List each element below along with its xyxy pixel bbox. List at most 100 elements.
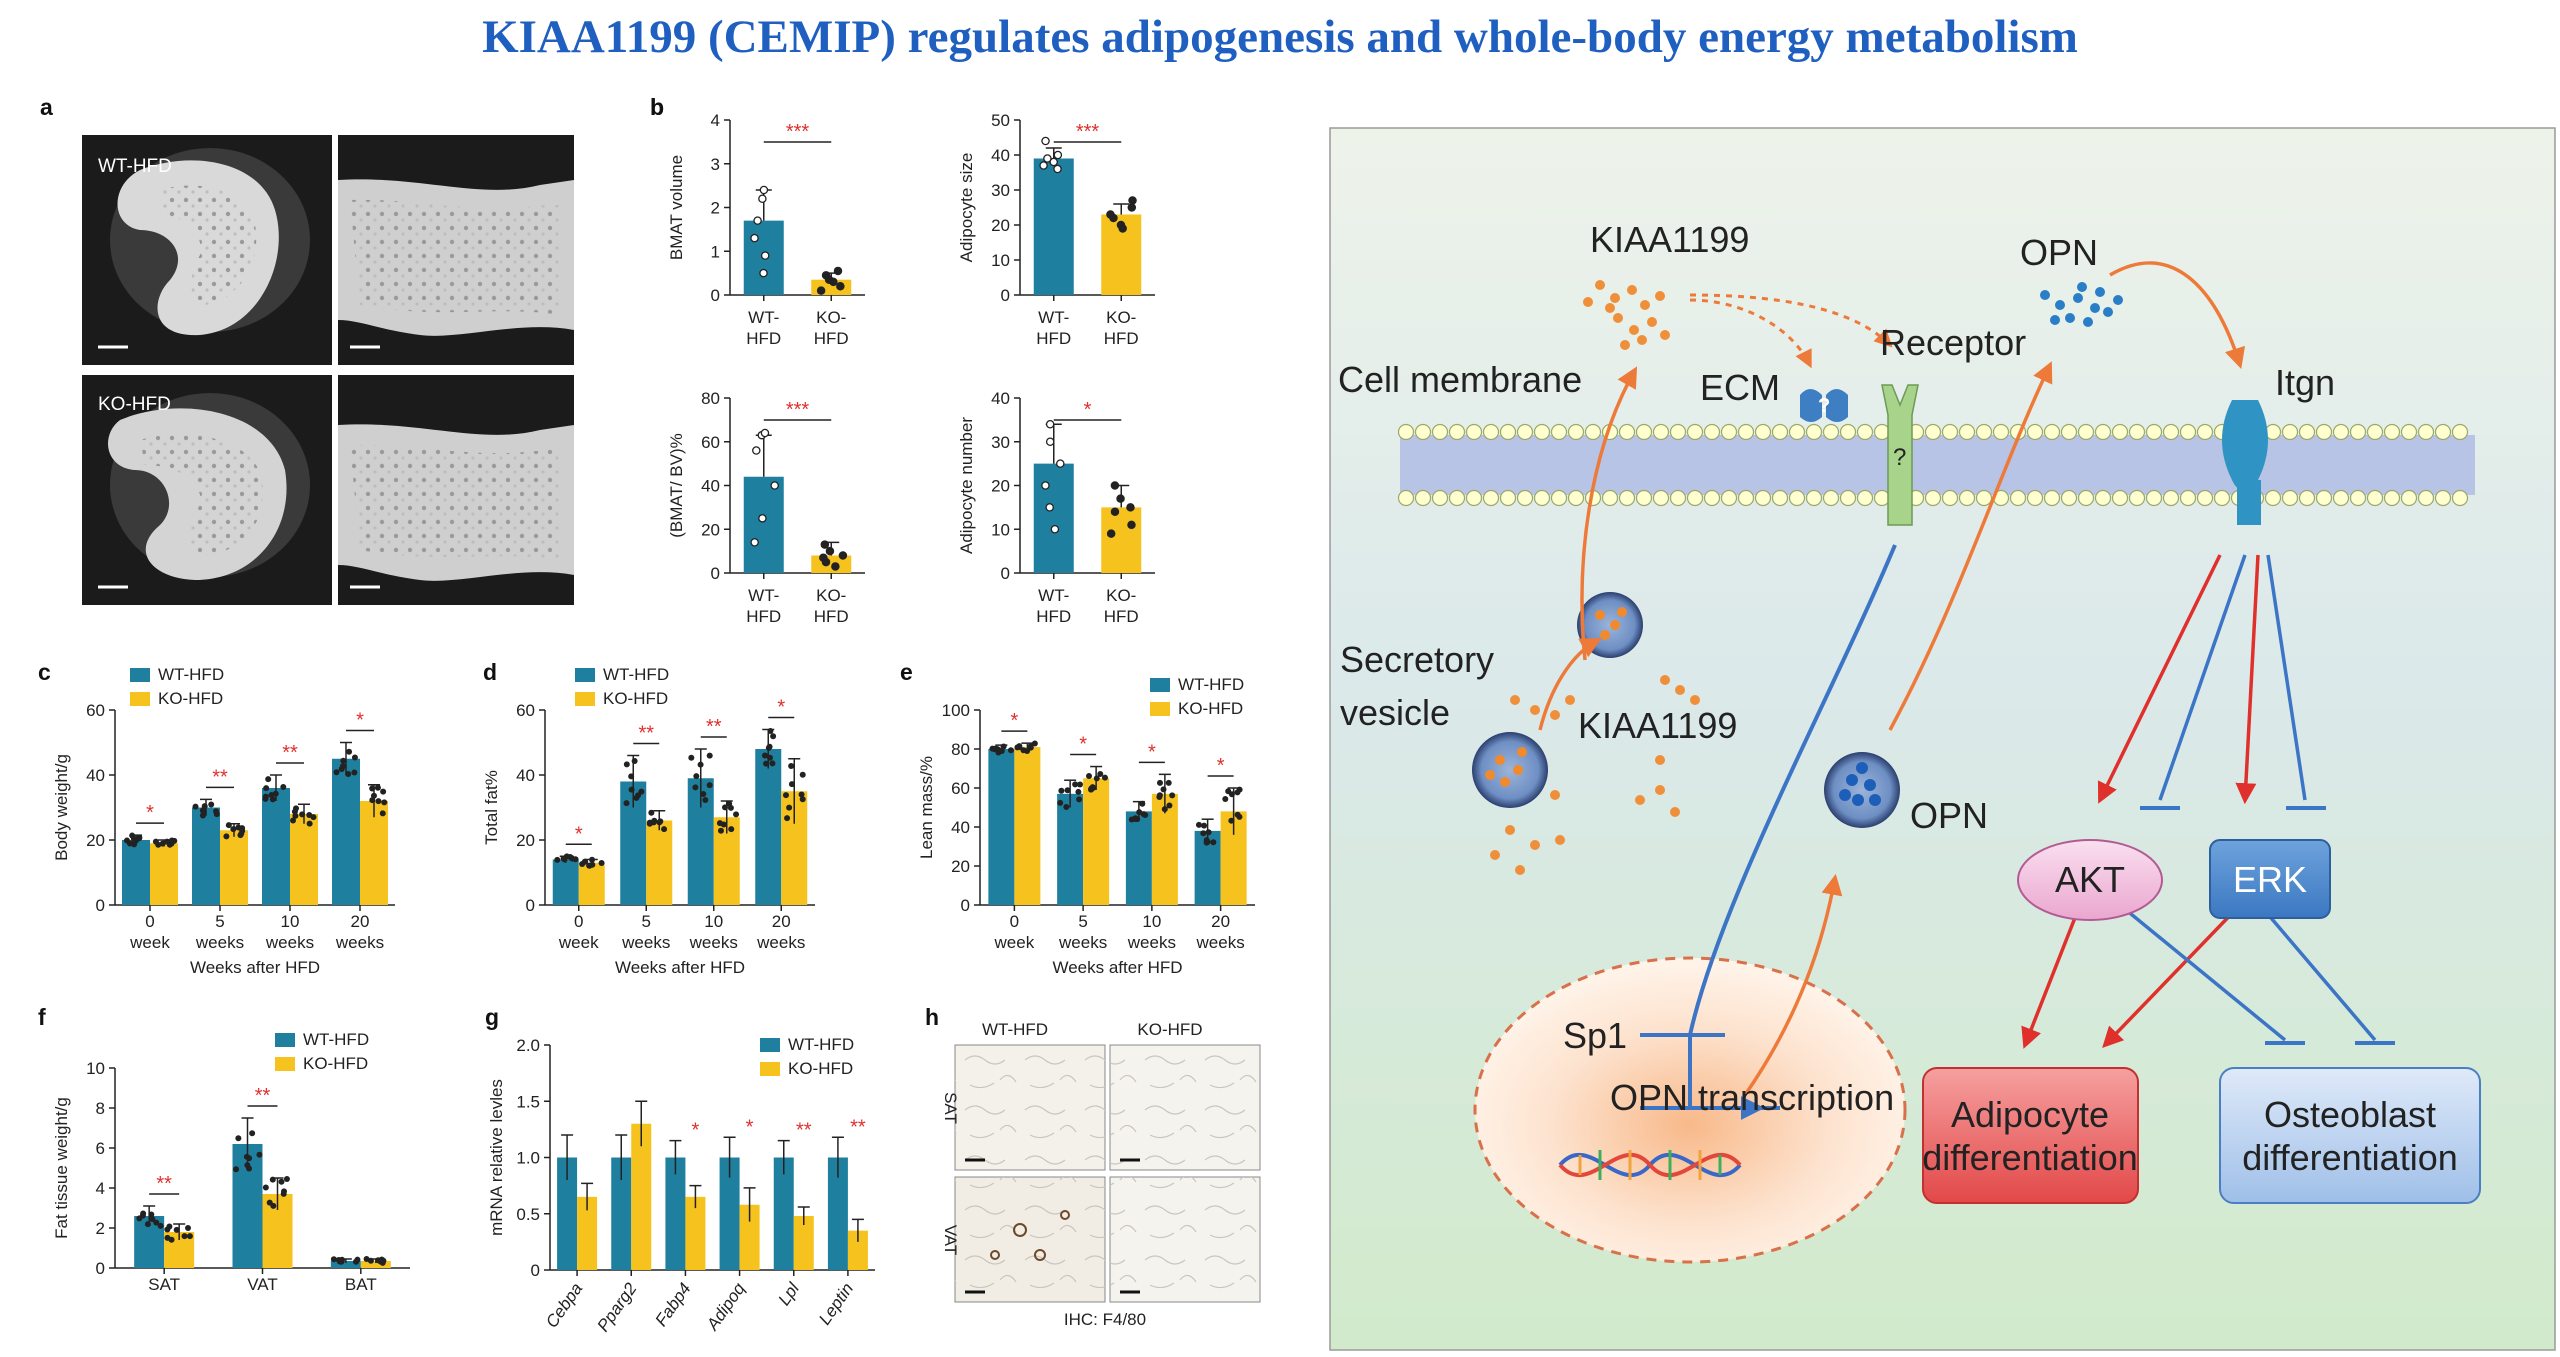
legend-swatch — [275, 1033, 295, 1047]
data-point — [758, 514, 767, 523]
lipid-head — [2060, 423, 2078, 441]
lipid-head — [1822, 489, 1840, 507]
lipid-head — [2451, 423, 2469, 441]
data-point — [290, 817, 297, 824]
data-point — [1165, 779, 1172, 786]
data-point — [351, 754, 358, 761]
y-tick-label: 0 — [96, 1259, 105, 1278]
y-tick-label: 80 — [701, 389, 720, 408]
legend-label: KO-HFD — [603, 689, 668, 708]
data-point — [268, 792, 275, 799]
data-point — [1076, 796, 1083, 803]
y-tick-label: 40 — [951, 818, 970, 837]
x-tick-label: WT-HFD — [746, 308, 781, 348]
secretory-label: Secretory — [1340, 639, 1494, 680]
lipid-head — [2349, 489, 2367, 507]
data-point — [153, 1219, 160, 1226]
data-point — [1090, 784, 1097, 791]
bar — [290, 814, 318, 905]
y-axis-label: Total fat% — [482, 770, 501, 845]
data-point — [750, 233, 759, 243]
kiaa1199-particle — [1595, 280, 1605, 290]
bar — [1125, 811, 1152, 905]
y-tick-label: 0 — [531, 1261, 540, 1280]
vesicle-cargo — [1495, 755, 1505, 765]
data-point — [345, 771, 352, 778]
kiaa1199-particles-top — [1583, 280, 1670, 350]
osteo-label-1: Osteoblast — [2264, 1094, 2436, 1135]
y-tick-label: 1.0 — [516, 1149, 540, 1168]
significance-mark: *** — [786, 121, 810, 143]
bar — [739, 1204, 760, 1270]
data-point — [363, 1256, 370, 1263]
lipid-head — [2298, 423, 2316, 441]
y-tick-label: 20 — [701, 520, 720, 539]
data-point — [246, 1165, 253, 1172]
legend-swatch — [1150, 678, 1170, 692]
lipid-head — [2026, 423, 2044, 441]
significance-mark: * — [1084, 399, 1092, 421]
vesicle-cargo — [1513, 765, 1523, 775]
y-tick-label: 2 — [96, 1219, 105, 1238]
microct-ko-long — [338, 375, 574, 605]
lipid-head — [1856, 423, 1874, 441]
opn-particle — [2073, 293, 2083, 303]
kiaa1199-particle — [1675, 685, 1685, 695]
data-point — [186, 1233, 193, 1240]
data-point — [752, 446, 761, 455]
data-point — [992, 745, 999, 752]
lipid-head — [2400, 489, 2418, 507]
data-point — [702, 797, 709, 804]
data-point — [381, 799, 388, 806]
data-point — [1156, 793, 1163, 800]
data-point — [129, 832, 136, 839]
data-point — [623, 800, 630, 807]
data-point — [759, 268, 768, 278]
y-tick-label: 40 — [701, 477, 720, 496]
vesicle-cargo — [1864, 779, 1876, 791]
data-point — [1195, 821, 1202, 828]
data-point — [819, 553, 828, 562]
data-point — [266, 1199, 273, 1206]
dna-helix — [1558, 1150, 1742, 1180]
data-point — [1007, 747, 1014, 754]
lipid-head — [1737, 423, 1755, 441]
y-tick-label: 0 — [1001, 286, 1010, 305]
y-tick-label: 50 — [991, 111, 1010, 130]
lipid-head — [2043, 423, 2061, 441]
receptor-question-mark: ? — [1893, 444, 1906, 471]
lipid-head — [1686, 423, 1704, 441]
data-point — [1127, 520, 1136, 530]
lipid-head — [1720, 423, 1738, 441]
cell-membrane-bilayer — [1397, 423, 2475, 507]
x-axis-label: Weeks after HFD — [1052, 958, 1182, 977]
bar — [631, 1123, 652, 1270]
data-point — [1056, 459, 1065, 468]
x-tick-label: WT-HFD — [1036, 308, 1071, 348]
y-tick-label: 60 — [516, 701, 535, 720]
data-point — [1139, 800, 1146, 807]
data-point — [132, 837, 139, 844]
lipid-head — [1533, 423, 1551, 441]
x-tick-label: WT-HFD — [746, 586, 781, 626]
lipid-head — [1414, 489, 1432, 507]
data-point — [201, 803, 208, 810]
lipid-head — [1703, 423, 1721, 441]
data-point — [338, 765, 345, 772]
lipid-head — [1499, 423, 1517, 441]
significance-mark: * — [777, 697, 785, 719]
data-point — [1110, 481, 1120, 490]
lipid-head — [1754, 489, 1772, 507]
bar — [793, 1216, 814, 1270]
y-axis-label: Lean mass/% — [917, 756, 936, 859]
lipid-head — [1788, 489, 1806, 507]
lipid-head — [1652, 423, 1670, 441]
opn-particle — [2040, 290, 2050, 300]
data-point — [657, 818, 664, 825]
significance-mark: * — [1010, 710, 1018, 732]
col-label-ko: KO-HFD — [1137, 1020, 1202, 1039]
data-point — [750, 538, 759, 547]
data-point — [164, 838, 171, 845]
